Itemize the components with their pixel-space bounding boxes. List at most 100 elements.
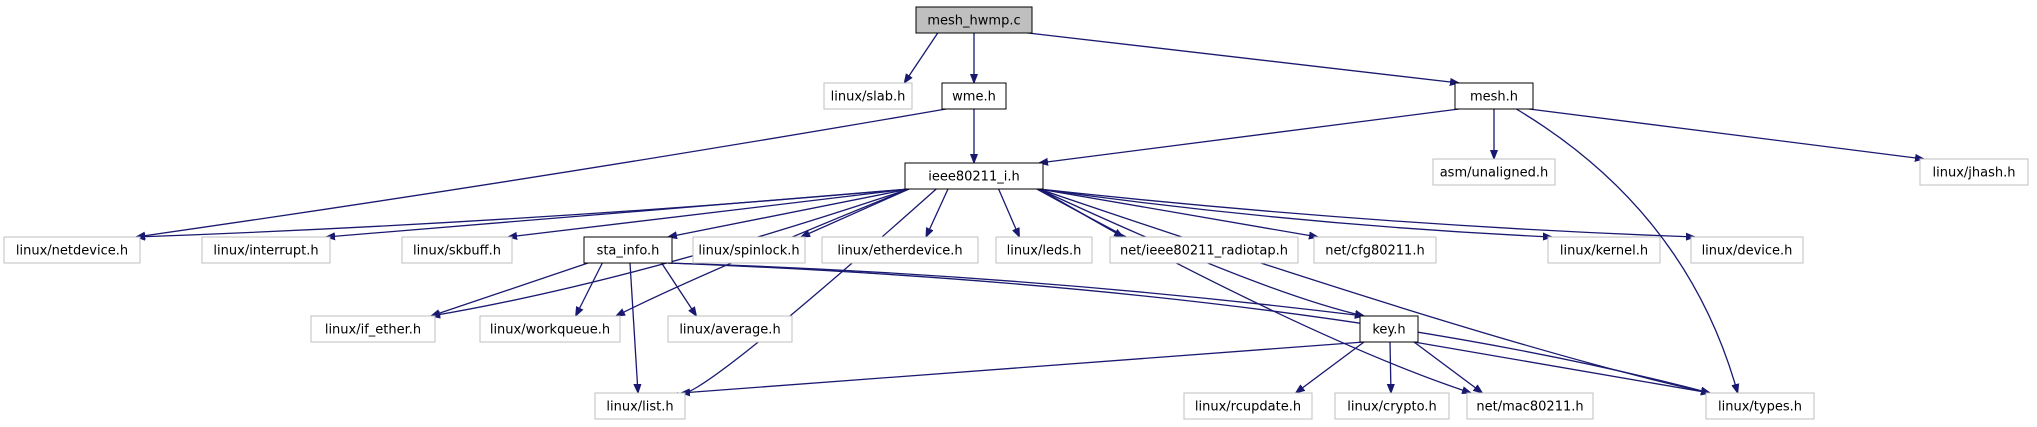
node-label-linux-workqueue: linux/workqueue.h	[490, 323, 610, 338]
node-key[interactable]: key.h	[1359, 315, 1419, 343]
edge-wme-to-linux-netdevice	[136, 108, 947, 237]
node-linux-interrupt: linux/interrupt.h	[201, 236, 331, 264]
edge-mesh-hwmp-c-to-mesh	[1027, 32, 1459, 83]
node-label-linux-device: linux/device.h	[1702, 244, 1793, 259]
node-box-linux-spinlock	[692, 236, 806, 264]
edge-ieee80211-i-to-linux-skbuff	[508, 188, 910, 237]
node-linux-workqueue: linux/workqueue.h	[479, 315, 621, 343]
node-linux-list: linux/list.h	[594, 392, 686, 420]
node-linux-skbuff: linux/skbuff.h	[401, 236, 513, 264]
node-box-linux-netdevice	[3, 236, 141, 264]
node-box-net-mac80211	[1466, 392, 1594, 420]
node-label-linux-slab: linux/slab.h	[831, 90, 906, 105]
node-linux-netdevice: linux/netdevice.h	[3, 236, 141, 264]
node-sta-info[interactable]: sta_info.h	[583, 236, 673, 264]
edge-sta-info-to-linux-average	[661, 262, 697, 316]
edge-sta-info-to-linux-if-ether	[431, 262, 589, 316]
node-linux-average: linux/average.h	[667, 315, 793, 343]
node-box-mesh-hwmp-c	[915, 6, 1033, 34]
node-label-linux-if-ether: linux/if_ether.h	[325, 323, 421, 338]
node-linux-leds: linux/leds.h	[995, 236, 1093, 264]
node-label-mesh-hwmp-c: mesh_hwmp.c	[927, 14, 1020, 29]
node-label-linux-interrupt: linux/interrupt.h	[213, 244, 318, 259]
node-mesh-hwmp-c[interactable]: mesh_hwmp.c	[915, 6, 1033, 34]
edge-ieee80211-i-to-linux-interrupt	[326, 188, 910, 237]
node-box-linux-workqueue	[479, 315, 621, 343]
edge-ieee80211-i-to-linux-device	[1038, 188, 1695, 237]
node-label-ieee80211-i: ieee80211_i.h	[928, 170, 1019, 185]
node-box-linux-crypto	[1334, 392, 1450, 420]
node-label-linux-types: linux/types.h	[1718, 400, 1802, 415]
node-ieee80211-i[interactable]: ieee80211_i.h	[904, 162, 1044, 190]
edge-key-to-linux-rcupdate	[1296, 341, 1365, 393]
node-box-net-cfg80211	[1313, 236, 1437, 264]
node-box-wme	[941, 82, 1007, 110]
node-label-sta-info: sta_info.h	[597, 244, 660, 259]
node-label-linux-kernel: linux/kernel.h	[1560, 244, 1648, 259]
node-box-linux-if-ether	[310, 315, 436, 343]
node-linux-device: linux/device.h	[1690, 236, 1804, 264]
node-linux-slab: linux/slab.h	[823, 82, 913, 110]
edge-ieee80211-i-to-linux-leds	[997, 188, 1021, 237]
node-net-cfg80211: net/cfg80211.h	[1313, 236, 1437, 264]
edge-mesh-to-linux-types	[1515, 108, 1737, 393]
node-label-linux-rcupdate: linux/rcupdate.h	[1195, 400, 1301, 415]
node-box-linux-slab	[823, 82, 913, 110]
node-label-linux-spinlock: linux/spinlock.h	[698, 244, 799, 259]
node-net-ieee80211-radiotap: net/ieee80211_radiotap.h	[1109, 236, 1299, 264]
node-label-wme: wme.h	[952, 90, 996, 105]
edge-mesh-hwmp-c-to-linux-slab	[904, 32, 939, 83]
edge-mesh-to-linux-jhash	[1528, 108, 1924, 159]
node-label-net-mac80211: net/mac80211.h	[1476, 400, 1583, 415]
edge-key-to-linux-types	[1413, 341, 1710, 393]
node-label-linux-list: linux/list.h	[606, 400, 673, 415]
node-label-linux-etherdevice: linux/etherdevice.h	[837, 244, 962, 259]
node-box-linux-types	[1705, 392, 1815, 420]
edge-key-to-linux-list	[681, 341, 1365, 393]
node-wme[interactable]: wme.h	[941, 82, 1007, 110]
node-label-mesh: mesh.h	[1470, 90, 1518, 105]
node-box-asm-unaligned	[1432, 158, 1556, 186]
node-linux-kernel: linux/kernel.h	[1547, 236, 1661, 264]
node-label-key: key.h	[1372, 323, 1405, 338]
node-label-linux-leds: linux/leds.h	[1007, 244, 1082, 259]
edge-key-to-net-mac80211	[1413, 341, 1482, 393]
node-linux-jhash: linux/jhash.h	[1919, 158, 2029, 186]
node-linux-etherdevice: linux/etherdevice.h	[821, 236, 979, 264]
node-label-linux-jhash: linux/jhash.h	[1933, 166, 2016, 181]
edge-ieee80211-i-to-linux-kernel	[1038, 188, 1552, 237]
node-linux-crypto: linux/crypto.h	[1334, 392, 1450, 420]
edge-sta-info-to-linux-list	[629, 262, 638, 393]
node-box-linux-list	[594, 392, 686, 420]
edge-sta-info-to-linux-workqueue	[576, 262, 603, 316]
node-label-linux-netdevice: linux/netdevice.h	[16, 244, 128, 259]
node-box-linux-rcupdate	[1183, 392, 1313, 420]
node-box-key	[1359, 315, 1419, 343]
node-label-linux-average: linux/average.h	[679, 323, 780, 338]
node-box-mesh	[1454, 82, 1534, 110]
edge-ieee80211-i-to-linux-list	[678, 188, 937, 394]
node-box-linux-etherdevice	[821, 236, 979, 264]
node-label-linux-crypto: linux/crypto.h	[1347, 400, 1436, 415]
node-linux-if-ether: linux/if_ether.h	[310, 315, 436, 343]
node-box-linux-skbuff	[401, 236, 513, 264]
edge-ieee80211-i-to-linux-if-ether	[431, 188, 910, 316]
edge-ieee80211-i-to-linux-types	[1038, 188, 1710, 393]
edge-sta-info-to-key	[667, 262, 1364, 316]
node-box-linux-kernel	[1547, 236, 1661, 264]
edge-ieee80211-i-to-net-mac80211	[1036, 188, 1471, 393]
edge-ieee80211-i-to-linux-netdevice	[136, 188, 910, 237]
node-linux-types: linux/types.h	[1705, 392, 1815, 420]
node-linux-rcupdate: linux/rcupdate.h	[1183, 392, 1313, 420]
node-box-net-ieee80211-radiotap	[1109, 236, 1299, 264]
edge-sta-info-to-linux-types	[667, 262, 1710, 393]
node-box-linux-average	[667, 315, 793, 343]
node-box-linux-leds	[995, 236, 1093, 264]
edge-ieee80211-i-to-linux-etherdevice	[925, 188, 949, 237]
node-box-linux-device	[1690, 236, 1804, 264]
node-box-ieee80211-i	[904, 162, 1044, 190]
node-asm-unaligned: asm/unaligned.h	[1432, 158, 1556, 186]
edge-key-to-linux-crypto	[1390, 341, 1391, 393]
node-mesh[interactable]: mesh.h	[1454, 82, 1534, 110]
